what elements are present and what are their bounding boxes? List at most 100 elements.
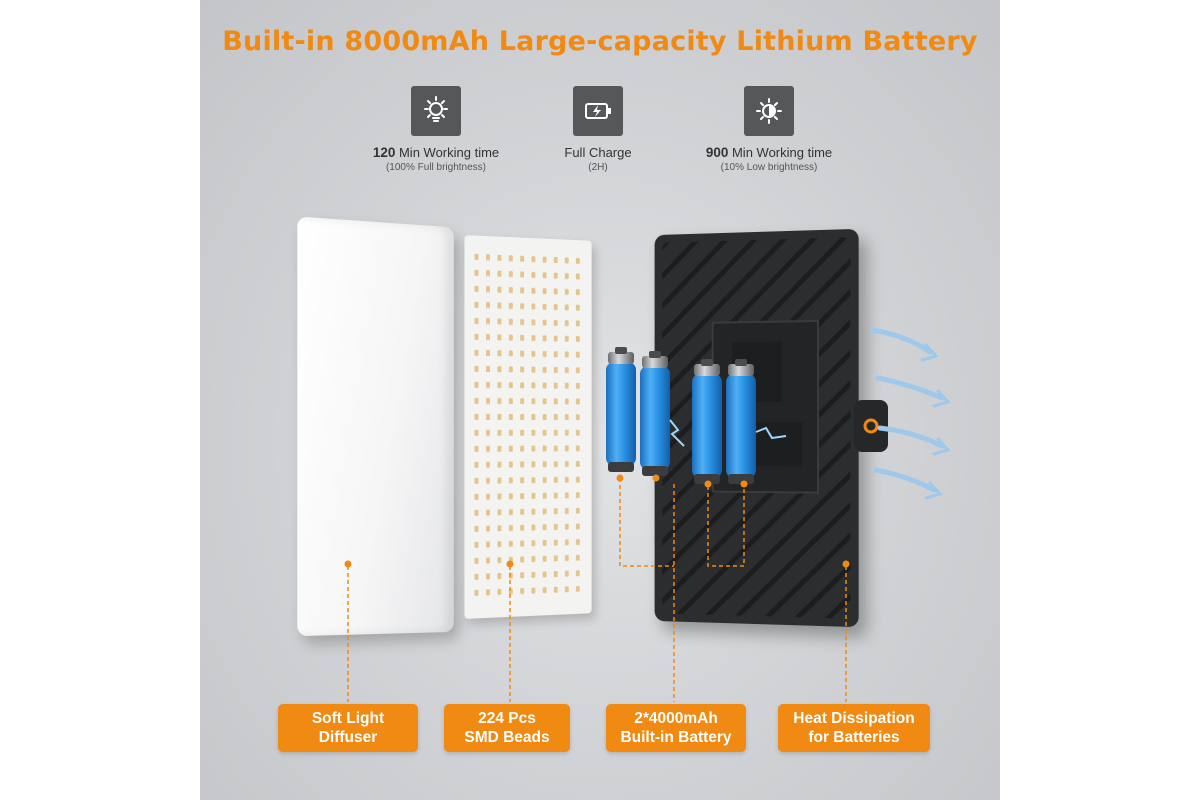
led-bead: [520, 587, 525, 595]
led-bead: [520, 382, 525, 389]
led-bead: [497, 366, 502, 373]
led-bead: [542, 398, 547, 405]
overlay-graphics: [344, 327, 951, 702]
led-bead: [542, 319, 547, 326]
led-bead: [531, 256, 537, 263]
led-bead: [553, 508, 558, 515]
led-bead: [531, 382, 537, 389]
led-bead: [520, 572, 525, 579]
feature-full-brightness: 120 Min Working time (100% Full brightne…: [336, 86, 536, 174]
led-bead: [531, 445, 537, 453]
led-bead: [520, 524, 525, 531]
led-bead: [553, 366, 558, 373]
feature-main-text: 900 Min Working time: [705, 145, 833, 160]
led-bead: [531, 351, 537, 358]
led-bead: [508, 318, 513, 325]
led-bead: [553, 461, 558, 468]
led-grid: [474, 253, 580, 596]
led-bead: [531, 366, 537, 374]
airflow-arrows: [869, 327, 951, 500]
led-bead: [497, 302, 502, 309]
led-bead: [508, 398, 513, 405]
led-bead: [520, 318, 525, 326]
led-bead: [553, 335, 558, 342]
led-bead: [553, 351, 558, 358]
led-bead: [531, 509, 537, 516]
led-bead: [542, 366, 547, 373]
led-bead: [542, 555, 547, 562]
led-bead: [497, 572, 502, 580]
led-bead: [542, 303, 547, 310]
led-bead: [531, 572, 537, 579]
led-bead: [497, 509, 502, 516]
led-bead: [508, 524, 513, 532]
led-bead: [497, 270, 502, 277]
led-bead: [508, 271, 513, 278]
led-bead: [542, 587, 547, 594]
led-bead: [520, 287, 525, 294]
feature-sub-text: (2H): [588, 162, 608, 173]
dim-bulb-icon: [744, 86, 794, 136]
led-bead: [520, 445, 525, 452]
led-bead: [497, 429, 502, 436]
led-bead: [553, 476, 558, 483]
led-bead: [497, 397, 502, 405]
led-bead: [531, 493, 537, 500]
led-bead: [542, 492, 547, 499]
led-bead: [497, 413, 502, 420]
led-bead: [497, 541, 502, 548]
led-bead: [497, 557, 502, 564]
led-bead: [520, 334, 525, 341]
led-bead: [508, 255, 513, 262]
led-bead: [508, 366, 513, 373]
led-bead: [542, 335, 547, 342]
led-bead: [520, 303, 525, 310]
led-bead: [531, 303, 537, 310]
feature-main-text: Full Charge: [564, 145, 632, 160]
led-bead: [508, 556, 513, 563]
led-bead: [531, 335, 537, 342]
led-bead: [497, 525, 502, 532]
led-bead: [497, 254, 502, 261]
led-bead: [508, 350, 513, 357]
feature-full-charge: Full Charge (2H): [498, 86, 698, 174]
led-bead: [497, 445, 502, 452]
led-bead: [553, 523, 558, 530]
led-bead: [497, 286, 502, 293]
led-bead: [553, 319, 558, 326]
led-bead: [531, 540, 537, 547]
led-bead: [553, 571, 558, 578]
battery-cells: [606, 347, 787, 484]
led-bead: [542, 445, 547, 452]
led-bead: [520, 461, 525, 468]
led-bead: [542, 461, 547, 468]
led-bead: [553, 272, 558, 279]
led-bead: [508, 334, 513, 341]
led-bead: [553, 555, 558, 562]
led-bead: [553, 586, 558, 593]
callout-lines: [347, 478, 847, 702]
feature-main-text: 120 Min Working time: [372, 145, 500, 160]
page-title: Built-in 8000mAh Large-capacity Lithium …: [222, 26, 978, 57]
feature-sub-text: (10% Low brightness): [720, 162, 818, 173]
led-bead: [542, 272, 547, 279]
led-bead: [497, 318, 502, 325]
led-bead: [542, 539, 547, 547]
led-bead: [553, 257, 558, 264]
led-bead: [542, 288, 547, 295]
led-bead: [508, 493, 513, 500]
led-bead: [553, 288, 558, 295]
led-bead: [542, 351, 547, 358]
led-bead: [553, 304, 558, 311]
led-bead: [497, 588, 502, 596]
led-bead: [520, 350, 525, 357]
callout-dots: [344, 474, 850, 568]
led-bead: [497, 493, 502, 500]
led-bead: [520, 508, 525, 515]
led-bead: [520, 271, 525, 278]
led-bead: [542, 476, 547, 484]
led-bead: [520, 429, 525, 436]
led-bead: [508, 461, 513, 468]
led-bead: [542, 414, 547, 421]
